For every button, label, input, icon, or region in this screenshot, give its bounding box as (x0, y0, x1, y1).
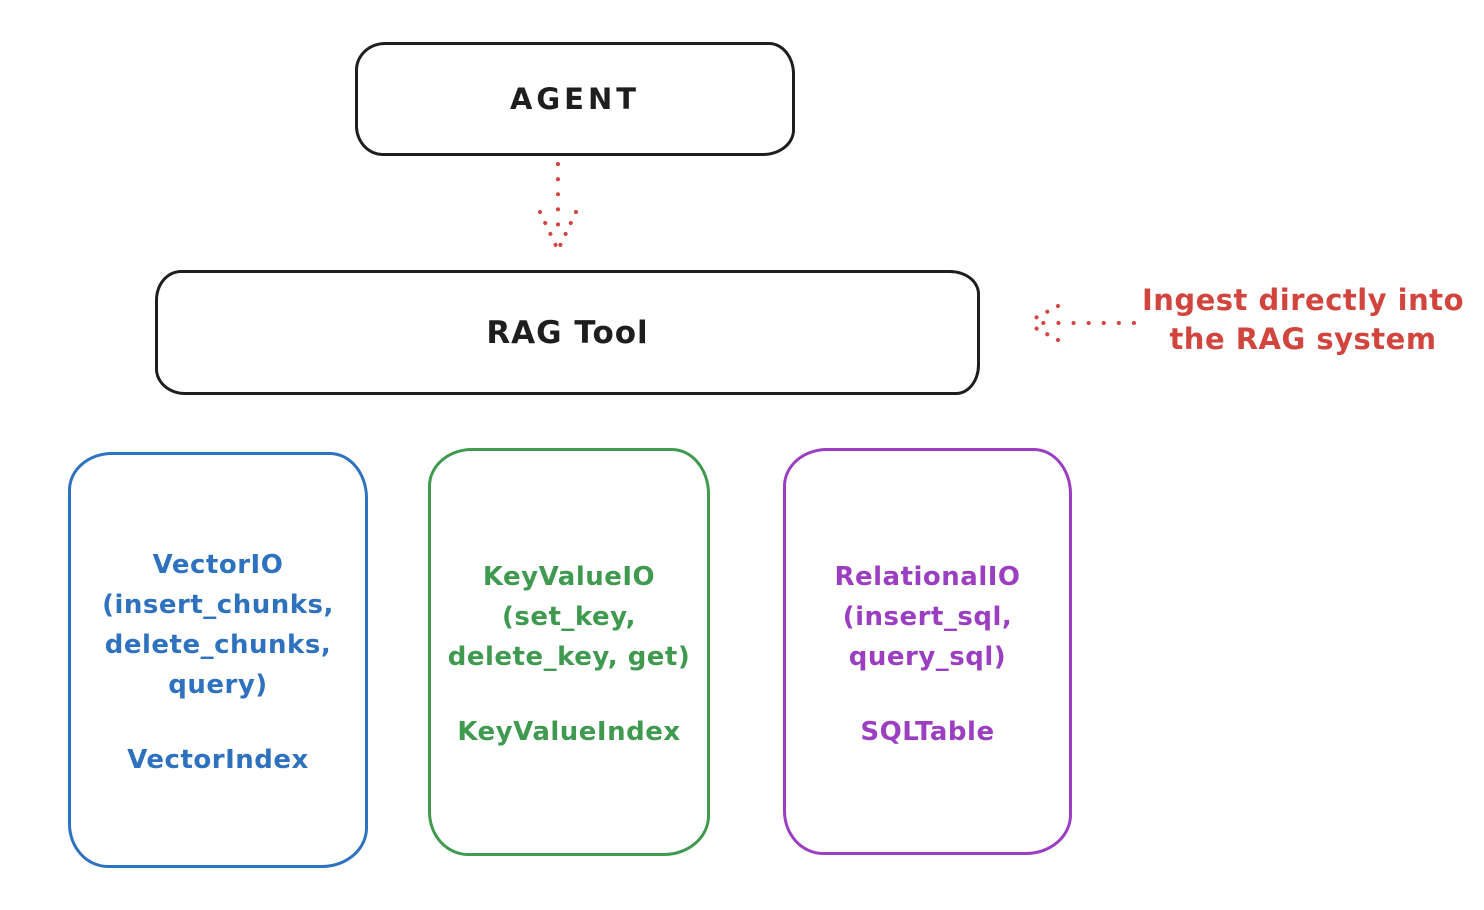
agent-node: AGENT (355, 42, 795, 156)
keyvalue-io-label: KeyValueIO (set_key, delete_key, get) (447, 562, 691, 672)
rag-tool-node: RAG Tool (155, 270, 980, 395)
dotted-arrow-down-icon (538, 162, 578, 252)
keyvalue-io-box: KeyValueIO (set_key, delete_key, get) Ke… (428, 448, 710, 856)
agent-label: AGENT (509, 82, 641, 116)
vector-io-label: VectorIO (insert_chunks, delete_chunks, … (102, 550, 334, 700)
relational-io-label: RelationalIO (insert_sql, query_sql) (834, 561, 1021, 672)
vector-index-label: VectorIndex (127, 745, 309, 775)
relational-io-box: RelationalIO (insert_sql, query_sql) SQL… (783, 448, 1072, 855)
sql-table-label: SQLTable (860, 716, 995, 747)
vector-io-box: VectorIO (insert_chunks, delete_chunks, … (68, 452, 368, 868)
ingest-annotation: Ingest directly into the RAG system (1141, 283, 1465, 356)
rag-tool-label: RAG Tool (486, 314, 649, 351)
keyvalue-index-label: KeyValueIndex (457, 717, 681, 747)
dotted-arrow-left-icon (1024, 304, 1136, 342)
